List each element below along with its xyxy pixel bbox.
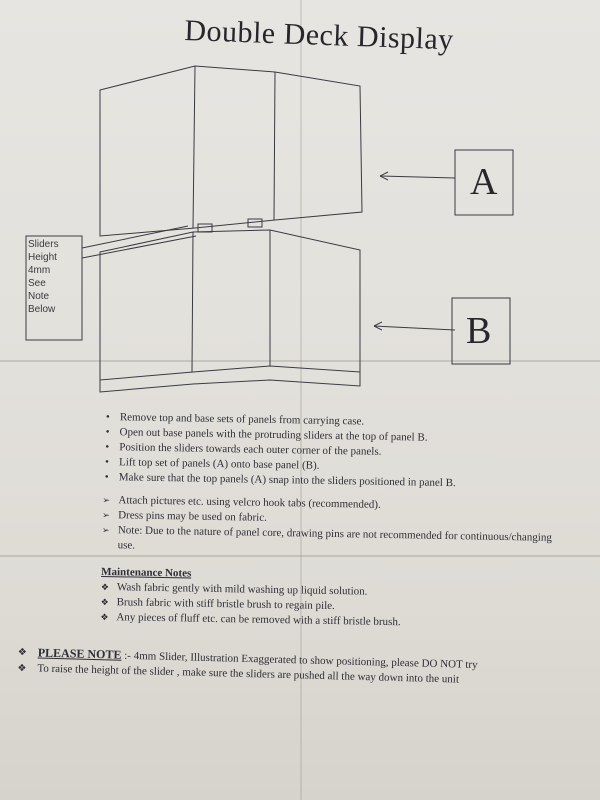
arrow-b xyxy=(373,325,456,331)
please-note-lead: PLEASE NOTE xyxy=(37,645,122,662)
slider xyxy=(197,223,213,233)
slider xyxy=(247,218,263,228)
sliders-label-line: 4mm xyxy=(28,265,51,276)
leader-line xyxy=(81,235,197,259)
label-a-box xyxy=(454,149,514,216)
panel-a-hinge xyxy=(273,71,276,221)
panel-b-base xyxy=(99,372,361,393)
arrow-a xyxy=(379,175,456,179)
sliders-label: Sliders Height 4mm See Note Below xyxy=(28,238,78,316)
sliders-label-box xyxy=(25,235,83,341)
panel-b-outline xyxy=(99,229,361,381)
label-b-box xyxy=(451,297,511,365)
sliders-label-line: Note xyxy=(28,291,50,302)
fold-crease xyxy=(300,0,302,800)
sliders-label-line: See xyxy=(28,278,46,289)
arrow-a-head xyxy=(379,171,389,181)
sliders-label-line: Sliders xyxy=(28,239,59,250)
instructions: Remove top and base sets of panels from … xyxy=(100,410,574,633)
maintenance-list: Wash fabric gently with mild washing up … xyxy=(100,580,571,633)
panel-a-outline xyxy=(99,65,363,237)
panel-b-hinge xyxy=(191,231,194,373)
sliders-label-line: Below xyxy=(28,304,56,315)
arrow-b-head xyxy=(373,321,383,331)
sliders-label-line: Height xyxy=(28,252,57,263)
tips-list: Attach pictures etc. using velcro hook t… xyxy=(102,493,573,561)
panel-b-letter: B xyxy=(466,310,492,352)
panel-a-letter: A xyxy=(470,161,498,203)
panel-a-hinge xyxy=(192,65,196,229)
assembly-steps: Remove top and base sets of panels from … xyxy=(103,410,574,493)
leader-line xyxy=(81,225,189,249)
fold-crease xyxy=(0,360,600,362)
